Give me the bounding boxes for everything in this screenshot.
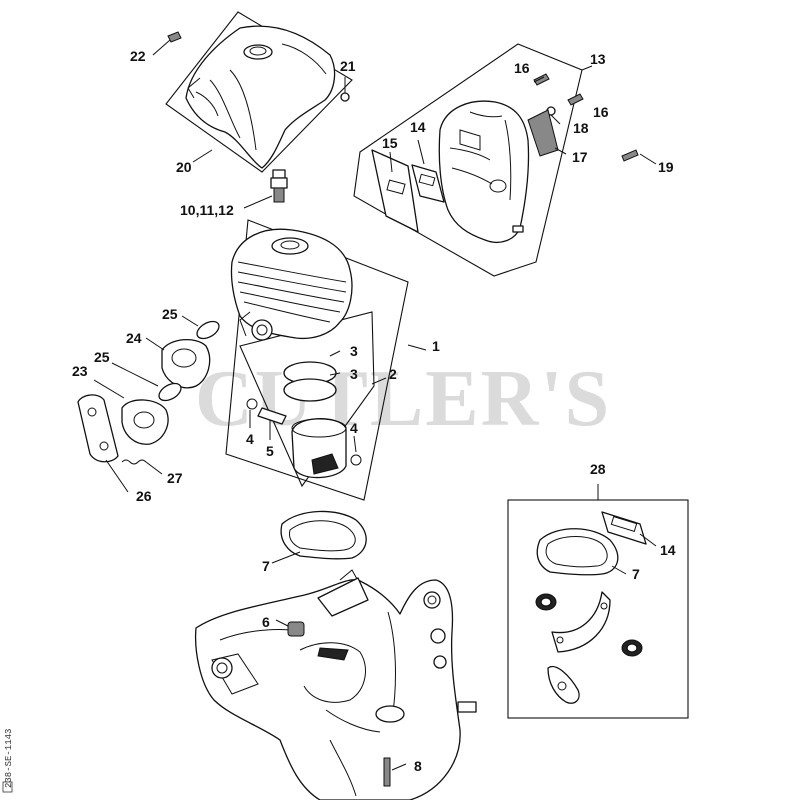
callout-23: 23	[72, 363, 88, 379]
intake-flange-23[interactable]	[93, 379, 169, 445]
gasket-set-plate-14[interactable]	[601, 511, 657, 547]
oil-seal-left[interactable]	[535, 593, 557, 611]
callout-16a: 16	[514, 60, 530, 76]
callout-20: 20	[176, 159, 192, 175]
cylinder-shroud[interactable]	[185, 25, 336, 169]
spark-arrest-screen-17[interactable]	[527, 109, 567, 157]
callout-13: 13	[590, 51, 606, 67]
callout-5: 5	[266, 443, 274, 459]
callouts: 1 2 3 3 4 4 5 6 7 7 8 10,11,12 13 14 14 …	[72, 48, 676, 774]
muffler-plate-14[interactable]	[411, 139, 445, 203]
crankcase-gasket-7[interactable]	[271, 510, 367, 564]
muffler-screw-16a[interactable]	[533, 73, 550, 86]
shroud-screw-22[interactable]	[152, 31, 182, 56]
callout-18: 18	[573, 120, 589, 136]
intake-clamp-25[interactable]	[181, 315, 222, 342]
spark-plug[interactable]	[243, 169, 288, 209]
piston[interactable]	[291, 417, 347, 479]
intake-manifold-24[interactable]	[145, 337, 211, 389]
callout-4a: 4	[246, 431, 254, 447]
callout-28: 28	[590, 461, 606, 477]
muffler-screw-16b[interactable]	[567, 93, 584, 106]
crankcase[interactable]	[194, 569, 477, 800]
callout-19: 19	[658, 159, 674, 175]
callout-1: 1	[432, 338, 440, 354]
shroud-assembly	[165, 11, 353, 173]
gasket-set	[507, 484, 689, 719]
oil-seal-right[interactable]	[621, 639, 643, 657]
callout-22: 22	[130, 48, 146, 64]
callout-25a: 25	[162, 306, 178, 322]
callout-4b: 4	[350, 420, 358, 436]
watermark: CUTLER'S	[195, 355, 611, 443]
callout-3b: 3	[350, 366, 358, 382]
nut-21[interactable]	[340, 77, 350, 102]
callout-8: 8	[414, 758, 422, 774]
circlip-4[interactable]	[246, 398, 362, 466]
screw-19[interactable]	[621, 149, 657, 165]
muffler-assembly	[353, 43, 593, 277]
intake-gasket-26[interactable]	[77, 394, 129, 493]
callout-14b: 14	[660, 542, 676, 558]
callout-10-11-12: 10,11,12	[180, 202, 234, 218]
gasket-set-gasket-7[interactable]	[536, 528, 627, 576]
callout-15: 15	[382, 135, 398, 151]
screw-8[interactable]	[383, 757, 407, 787]
piston-ring-3[interactable]	[283, 350, 341, 402]
callout-25b: 25	[94, 349, 110, 365]
callout-2: 2	[389, 366, 397, 382]
piston-pin-5[interactable]	[257, 407, 287, 440]
callout-14a: 14	[410, 119, 426, 135]
spring-27[interactable]	[121, 459, 163, 475]
muffler[interactable]	[438, 100, 530, 243]
callout-24: 24	[126, 330, 142, 346]
callout-7b: 7	[632, 566, 640, 582]
callout-27: 27	[167, 470, 183, 486]
needle-bearing-6[interactable]	[275, 619, 305, 637]
callout-6: 6	[262, 614, 270, 630]
intake-gasket-small[interactable]	[547, 666, 580, 704]
callout-7a: 7	[262, 558, 270, 574]
drawing-code: 238-SE-1143	[4, 729, 14, 788]
callout-3a: 3	[350, 343, 358, 359]
callout-21: 21	[340, 58, 356, 74]
drawing-code-marker	[2, 781, 13, 793]
callout-16b: 16	[593, 104, 609, 120]
callout-26: 26	[136, 488, 152, 504]
cylinder[interactable]	[230, 228, 353, 340]
cylinder-assembly	[225, 219, 427, 501]
crankcase-gasket-curved[interactable]	[551, 591, 611, 653]
callout-17: 17	[572, 149, 588, 165]
intake-clamp-25b[interactable]	[111, 362, 184, 404]
muffler-gasket-15[interactable]	[371, 149, 419, 233]
